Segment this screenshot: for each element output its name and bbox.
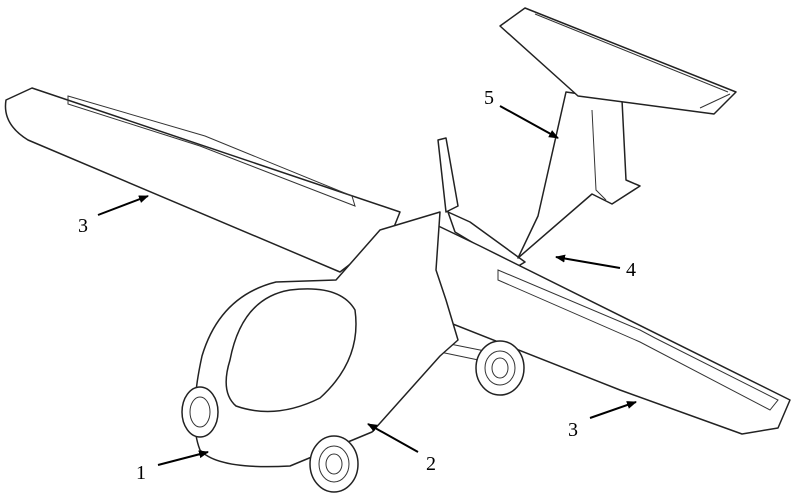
tail-horizontal-stabilizer	[499, 7, 737, 115]
label-2: 2	[426, 453, 436, 475]
label-1: 1	[136, 462, 146, 484]
label-3-right: 3	[568, 419, 578, 441]
front-left-wheel	[181, 386, 219, 438]
label-5: 5	[484, 87, 494, 109]
vertical-fin	[437, 137, 459, 213]
tail-vertical-stabilizer	[517, 91, 641, 259]
label-3-left: 3	[78, 215, 88, 237]
leader-3-right	[589, 401, 637, 419]
left-wing	[4, 87, 401, 273]
tail-boom	[447, 211, 526, 269]
leader-2	[367, 423, 419, 453]
leader-4	[555, 254, 621, 269]
leader-5	[499, 105, 559, 139]
front-right-wheel	[309, 435, 359, 493]
rear-wheel	[475, 340, 525, 396]
label-4: 4	[626, 259, 636, 281]
leader-1	[157, 450, 209, 466]
leader-3-left	[97, 195, 149, 216]
canopy	[225, 288, 357, 413]
